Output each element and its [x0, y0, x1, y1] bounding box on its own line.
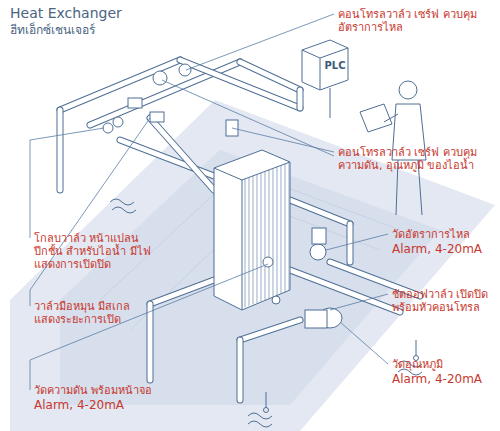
pipe-stroke	[269, 170, 270, 298]
callout-label: วัดความดัน พร้อมหน้าจอ	[34, 384, 153, 397]
pipe-stroke	[150, 118, 214, 190]
callout-label: วัดอัตราการไหล	[392, 228, 470, 241]
pipe-stroke	[290, 270, 400, 312]
pipe-stroke	[240, 62, 300, 90]
pipe-stroke	[273, 169, 274, 297]
title: Heat Exchanger	[10, 5, 122, 21]
pipe-stroke	[240, 320, 300, 340]
pipe-stroke	[240, 62, 300, 90]
pipe-stroke	[150, 280, 214, 304]
pipe-stroke	[298, 90, 303, 108]
pipe-stroke	[58, 110, 63, 190]
pipe-stroke	[265, 172, 266, 300]
pipe-stroke	[277, 167, 278, 295]
pipe-stroke	[60, 60, 180, 110]
callout-label: คอนโทรลวาล์ว เซร์ฟ ควบคุม ความดัน, อุณหภ…	[338, 146, 478, 172]
node-text: PLC	[322, 60, 348, 71]
pipe-stroke	[150, 118, 214, 190]
callout-label: Alarm, 4-20mA	[392, 373, 482, 386]
plc-cabinet: PLC	[322, 60, 348, 71]
callout-label: ชัตออฟวาล์ว เปิดปิด พร้อมหัวคอนโทรล	[392, 288, 496, 314]
callout-label: วัดอุณหภูมิ	[392, 358, 443, 371]
callout-label: Alarm, 4-20mA	[392, 243, 482, 256]
pipe-stroke	[281, 166, 282, 294]
pipe-stroke	[290, 200, 350, 224]
pipe-stroke	[253, 176, 254, 304]
pipe-stroke	[60, 60, 180, 110]
pipe-stroke	[289, 163, 290, 291]
pipe-stroke	[238, 340, 243, 400]
pipe-stroke	[249, 178, 250, 306]
pipe-stroke	[57, 110, 64, 190]
pipe-stroke	[180, 60, 300, 108]
pipe-stroke	[257, 175, 258, 303]
subtitle: ฮีทเอ็กซ์เชนเจอร์	[10, 22, 95, 38]
pipe-stroke	[237, 340, 244, 400]
callout-label: โกลบวาล์ว หน้าแปลน ปีกชั้น สำหรับไอน้ำ ม…	[34, 232, 152, 271]
pipe-stroke	[148, 304, 153, 380]
pipe-stroke	[245, 179, 246, 307]
pipe-stroke	[150, 280, 214, 304]
pipe-stroke	[240, 320, 300, 340]
pipe-stroke	[261, 173, 262, 301]
pipe-stroke	[180, 60, 300, 108]
pipe-stroke	[290, 200, 350, 224]
callout-label: Alarm, 4-20mA	[34, 399, 124, 412]
callout-label: วาล์วมือหมุน มีสเกล แสดงระยะการเปิด	[34, 300, 146, 326]
pipe-stroke	[297, 90, 304, 108]
pipe-stroke	[147, 304, 154, 380]
pipe-stroke	[285, 164, 286, 292]
pipe-stroke	[290, 270, 400, 312]
callout-label: คอนโทรลวาล์ว เซร์ฟ ควบคุม อัตราการไหล	[338, 8, 496, 34]
